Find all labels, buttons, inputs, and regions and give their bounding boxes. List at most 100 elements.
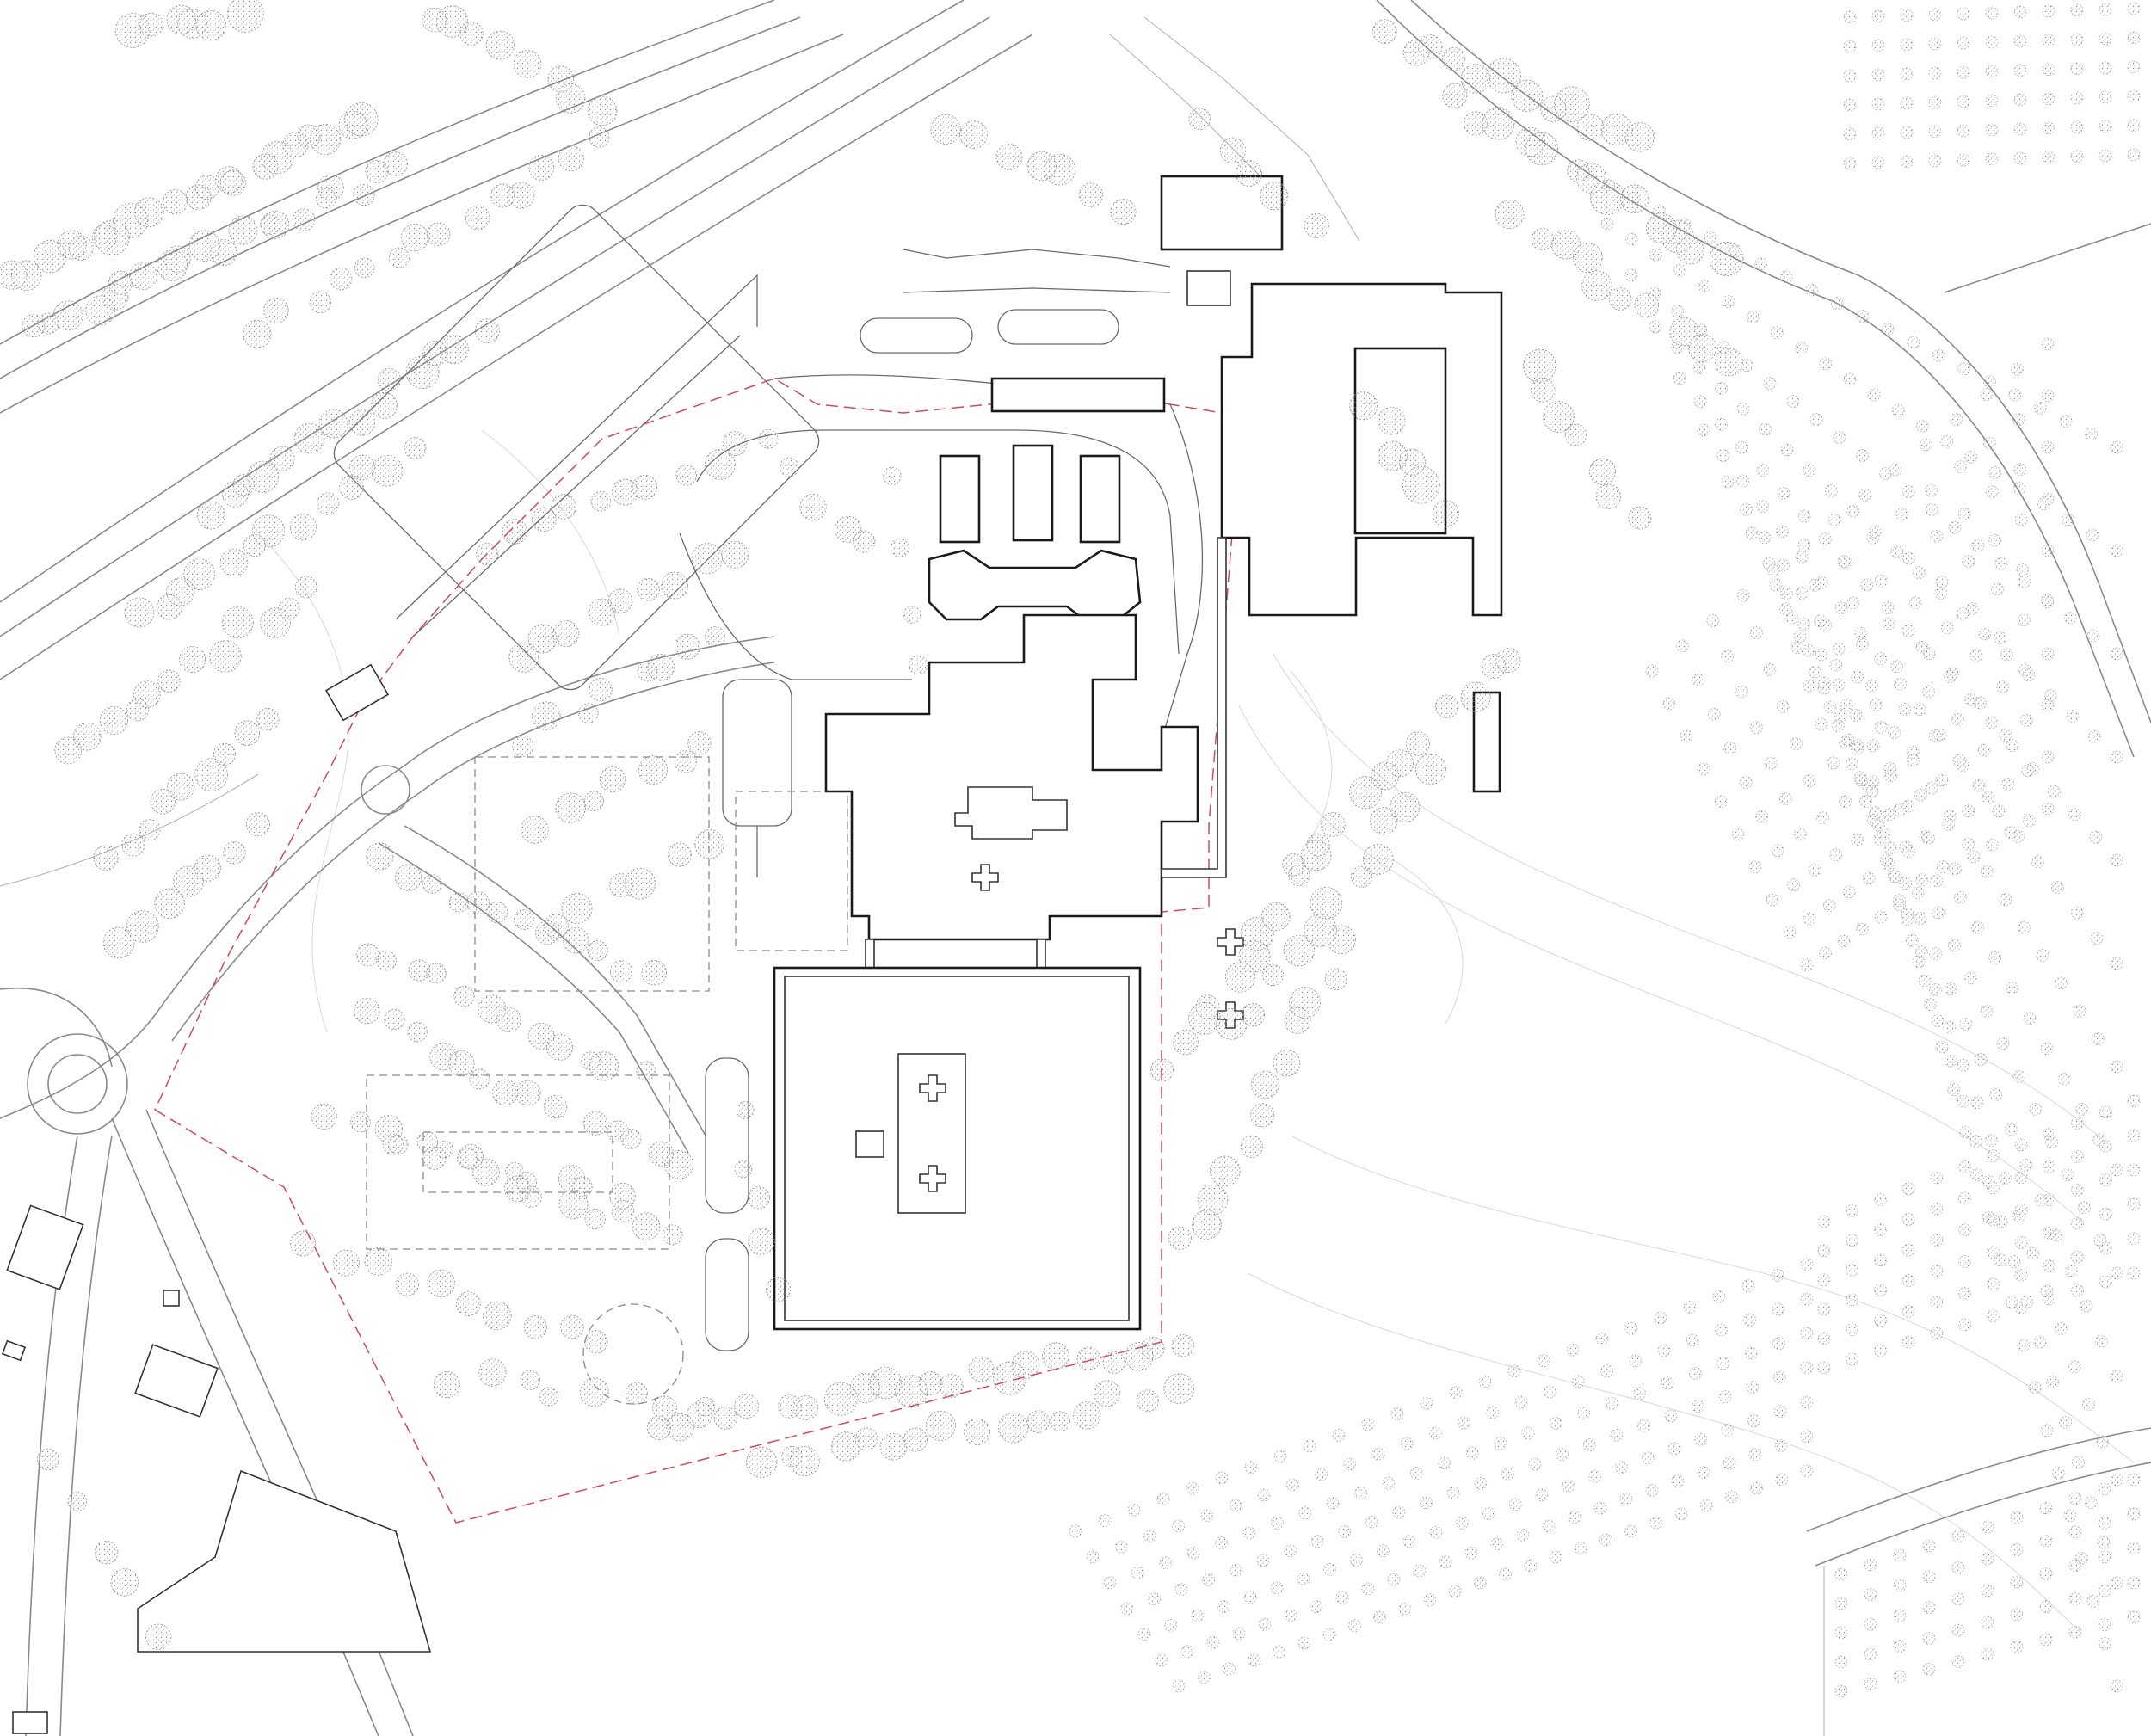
orchard-tree: [1951, 1623, 1965, 1637]
orchard-tree: [1874, 1253, 1887, 1267]
tree-canopy: [552, 619, 580, 648]
orchard-tree: [1605, 1396, 1618, 1410]
orchard-tree: [1499, 1567, 1512, 1581]
tree-canopy: [1482, 107, 1515, 140]
orchard-tree: [1861, 779, 1875, 791]
tree-canopy: [545, 1033, 574, 1061]
orchard-tree: [1793, 828, 1807, 841]
orchard-tree: [2110, 1163, 2123, 1177]
building-west-house-a: [6, 1204, 84, 1290]
orchard-tree: [2012, 482, 2026, 495]
tree-canopy: [73, 722, 102, 751]
helipad-cross-icon: [971, 864, 999, 891]
tree-canopy: [748, 1228, 775, 1255]
orchard-tree: [1474, 1477, 1488, 1490]
orchard-tree: [1743, 1313, 1756, 1327]
tree-canopy: [1282, 853, 1305, 877]
orchard-tree: [1851, 738, 1864, 752]
orchard-tree: [1736, 402, 1750, 416]
orchard-tree: [1332, 1429, 1346, 1442]
orchard-tree: [1957, 508, 1971, 520]
tree-canopy: [317, 174, 344, 201]
tree-canopy: [963, 1418, 991, 1445]
orchard-tree: [2054, 1322, 2068, 1336]
tree-canopy: [167, 773, 195, 801]
orchard-tree: [1832, 678, 1846, 692]
orchard-tree: [1602, 178, 1615, 192]
tree-canopy: [589, 126, 610, 148]
tree-canopy: [263, 298, 289, 323]
orchard-tree: [1951, 1592, 1965, 1606]
orchard-tree: [1915, 640, 1929, 654]
orchard-tree: [1744, 1346, 1758, 1360]
orchard-tree: [1271, 1517, 1284, 1530]
tree-canopy: [476, 543, 499, 566]
orchard-tree: [1932, 906, 1945, 920]
orchard-tree: [1874, 1284, 1887, 1297]
orchard-tree: [1808, 863, 1821, 877]
orchard-tree: [1871, 156, 1885, 169]
tree-canopy: [110, 1568, 139, 1597]
building-central-feature: [954, 786, 1068, 840]
orchard-tree: [1704, 231, 1716, 244]
orchard-tree: [2040, 1424, 2054, 1437]
orchard-tree: [2070, 62, 2084, 76]
orchard-tree: [1846, 504, 1860, 518]
orchard-tree: [1846, 1204, 1859, 1217]
tree-canopy: [1289, 987, 1321, 1019]
tree-canopy: [799, 493, 827, 521]
orchard-tree: [1767, 563, 1780, 577]
orchard-tree: [1729, 243, 1742, 257]
orchard-tree: [1874, 1344, 1887, 1357]
orchard-tree: [1818, 532, 1832, 546]
orchard-tree: [1458, 1416, 1470, 1430]
orchard-tree: [2110, 750, 2123, 764]
orchard-tree: [1721, 1424, 1734, 1437]
tree-canopy: [1351, 865, 1373, 888]
orchard-tree: [1864, 1678, 1877, 1690]
tree-canopy: [1434, 694, 1459, 718]
tree-canopy: [675, 465, 698, 486]
orchard-tree: [1816, 811, 1829, 825]
tree-canopy: [1572, 242, 1603, 274]
orchard-tree: [1398, 1602, 1412, 1616]
orchard-tree: [1725, 1490, 1738, 1504]
tree-canopy: [968, 1356, 995, 1382]
orchard-tree: [2068, 808, 2082, 822]
orchard-tree: [1257, 1488, 1271, 1502]
tree-canopy: [1324, 968, 1347, 991]
orchard-tree: [1486, 1406, 1500, 1419]
orchard-tree: [1186, 1482, 1199, 1495]
orchard-tree: [2127, 1473, 2141, 1487]
orchard-tree: [2047, 785, 2061, 798]
orchard-tree: [1776, 700, 1790, 713]
orchard-tree: [1834, 1626, 1848, 1640]
orchard-tree: [1874, 574, 1888, 588]
tree-canopy: [1543, 401, 1575, 433]
tree-canopy: [588, 598, 616, 626]
tree-canopy: [1136, 1389, 1159, 1413]
tree-canopy: [734, 1394, 760, 1419]
orchard-tree: [1864, 1647, 1877, 1661]
orchard-tree: [2033, 1335, 2047, 1349]
orchard-tree: [1958, 1255, 1972, 1268]
tree-canopy: [469, 1068, 490, 1090]
orchard-tree: [2110, 1679, 2123, 1693]
orchard-tree: [1223, 1662, 1236, 1676]
tree-canopy: [1348, 776, 1383, 810]
orchard-tree: [1243, 1591, 1257, 1604]
tree-canopy: [1026, 1410, 1050, 1433]
tree-canopy: [527, 624, 558, 654]
orchard-tree: [2110, 1576, 2123, 1590]
tree-canopy: [10, 260, 42, 291]
tree-canopy: [583, 791, 605, 811]
orchard-tree: [1802, 643, 1815, 657]
orchard-tree: [2042, 63, 2055, 77]
orchard-tree: [1786, 395, 1800, 409]
orchard-tree: [1270, 1581, 1284, 1595]
orchard-tree: [2036, 949, 2049, 962]
orchard-tree: [1803, 774, 1816, 788]
orchard-tree: [1930, 1296, 1944, 1309]
orchard-tree: [1673, 263, 1686, 277]
orchard-tree: [1856, 637, 1870, 651]
